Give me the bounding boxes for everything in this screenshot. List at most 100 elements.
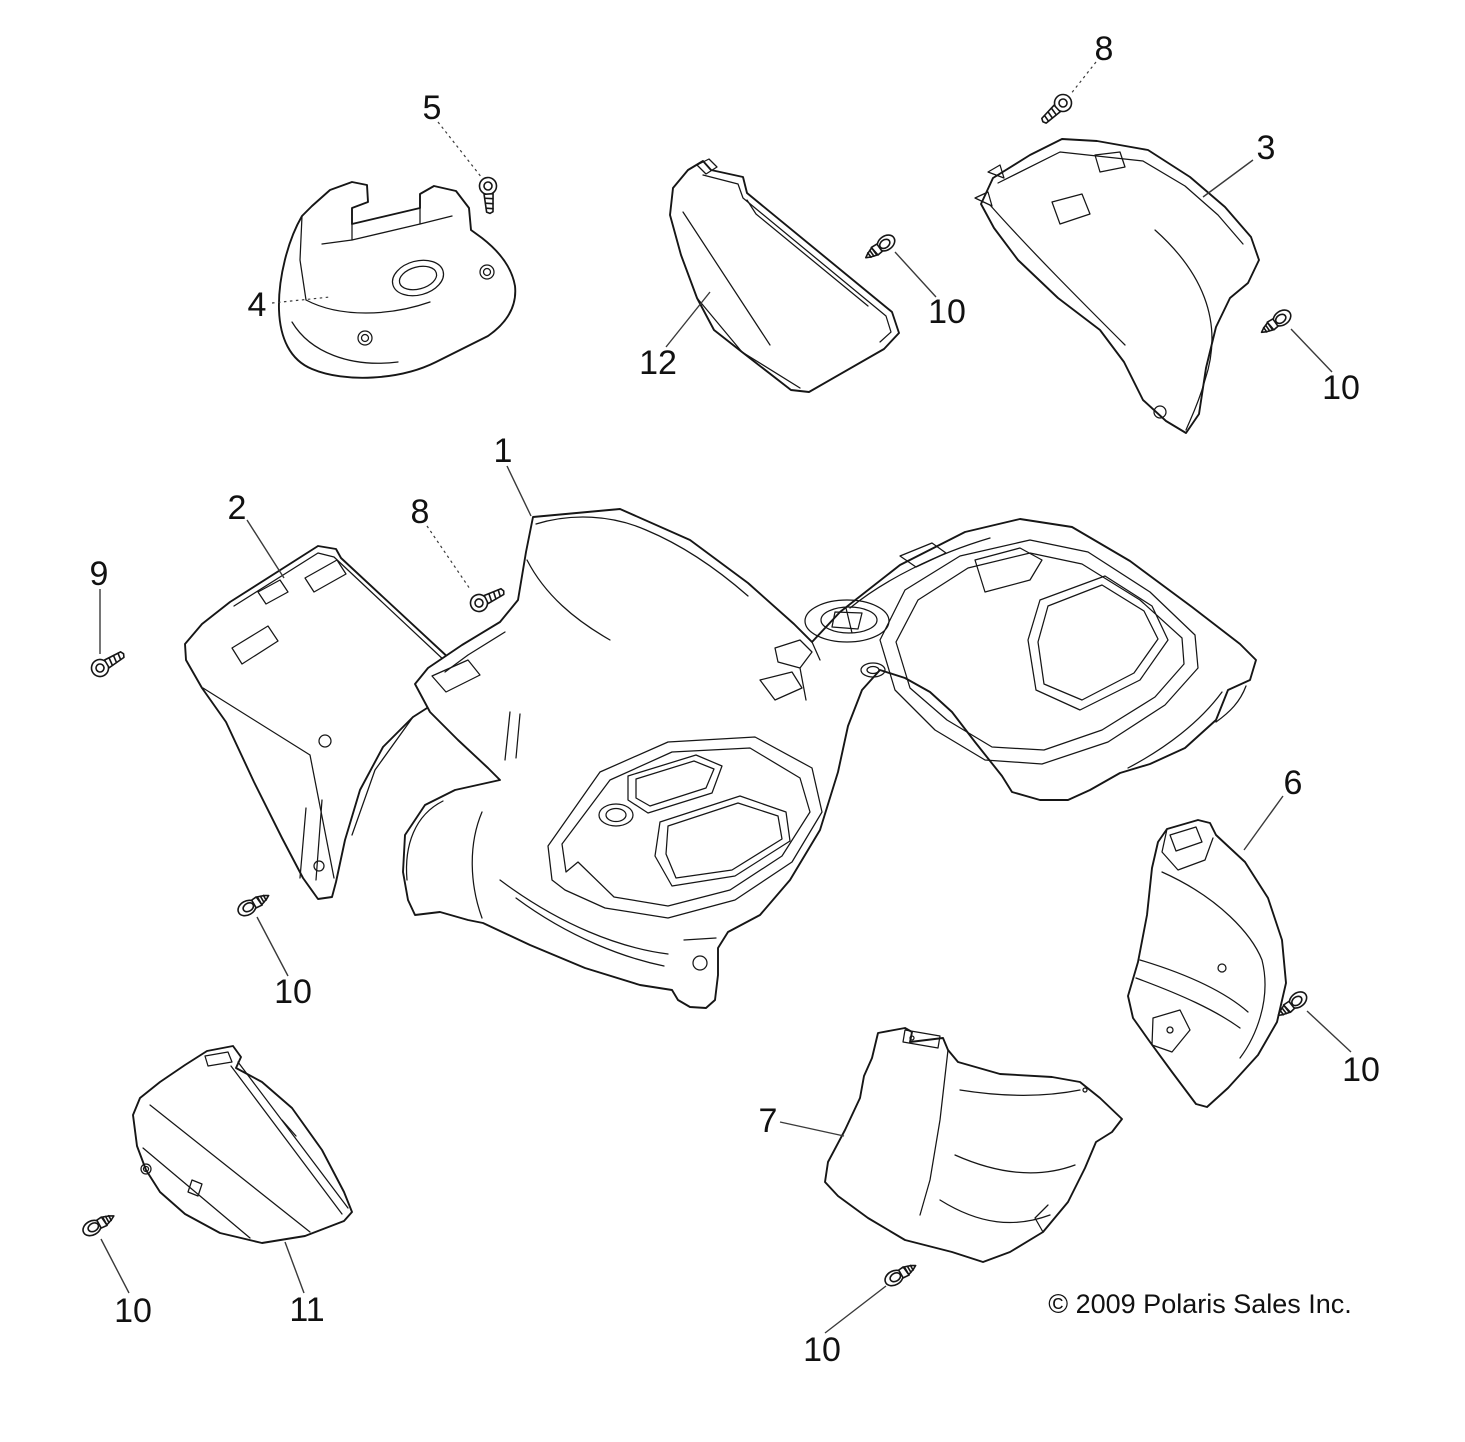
part-7-outline [824,1027,1123,1263]
front-rack-tray [627,754,723,814]
part-7-top-tab [902,1029,941,1049]
front-pod-face [526,559,611,641]
pod-cover-hole-inner [398,265,438,291]
part-11-clamp [204,1051,233,1067]
front-rack-tray2-inner [665,802,783,879]
callout-1: 1 [494,432,513,470]
part-6-band [1135,959,1249,1029]
part-11-face-lines [142,1104,311,1239]
part-right-front-side-panel [974,138,1260,434]
copyright-notice: © 2009 Polaris Sales Inc. [1048,1289,1352,1319]
part-1-silhouette [402,508,1257,1009]
leader-11 [284,1241,305,1294]
rear-rack-lip-inner [895,552,1185,751]
bracket-fold-lines [682,211,801,389]
leader-8-upper [1069,61,1097,96]
leader-3 [1202,159,1254,198]
leader-1 [506,465,532,517]
part-3-tabs [974,164,1005,207]
part-2-fold [202,687,335,879]
part-pod-cover-collar [351,207,421,241]
front-rack-tray2 [654,795,791,887]
front-pod-ridge [535,516,749,597]
rivet-upper-middle-icon [860,230,899,265]
rivet-upper-right-icon [1256,306,1295,339]
callout-4: 4 [248,286,267,324]
rear-rack-lip [879,539,1199,765]
part-3-inner-panel [1154,229,1213,431]
pod-cover-screw-hole [360,333,370,343]
part-3-outline [980,138,1260,434]
leader-4 [271,296,331,304]
rivet-bottom-center-icon [881,1258,920,1290]
leader-10-upper-right [1290,328,1333,373]
part-pod-cover-outline [278,181,517,379]
fuel-filler-ring-inner [820,606,878,634]
part-2-leg-inner [351,716,414,836]
recess-circle-inner [866,665,880,675]
part-6-tab [1169,826,1203,852]
part-3-vent [1094,151,1126,173]
callout-10-upper-right: 10 [1322,369,1360,407]
part-7-fold [919,1049,949,1216]
leader-10-upper-middle [894,251,937,298]
part-left-storage-pod [132,1045,353,1244]
callout-2: 2 [228,489,247,527]
leader-lines [99,61,1352,1334]
bracket-inner-edge2 [746,199,869,307]
part-3-lower-edge [989,204,1126,346]
part-2-vent [257,579,289,605]
part-2-hole [318,734,332,748]
part-11-outline [132,1045,353,1244]
callout-9: 9 [90,555,109,593]
part-front-left-panel [184,545,462,900]
recess-circle [860,662,886,678]
screw-8-upper-icon [1036,90,1076,129]
pod-cover-screw-hole [357,330,373,346]
rear-pod-ridge [849,537,991,609]
part-7-curves [939,1089,1081,1224]
rear-rack-tray [1027,575,1169,711]
callout-labels: 1 2 3 4 5 6 7 8 8 9 10 10 10 10 10 10 11… [90,30,1380,1369]
screw-5-icon [478,176,500,215]
part-right-rear-side-panel [1127,819,1287,1108]
callout-8-middle: 8 [411,493,430,531]
front-rack-lip [547,736,823,919]
leader-7 [779,1121,845,1137]
callout-10-middle-left: 10 [274,973,312,1011]
callout-12: 12 [639,344,677,382]
front-rack-tray-inner [635,760,715,807]
callout-7: 7 [759,1102,778,1140]
front-pocket [431,659,481,693]
part-6-face-curve [1161,871,1266,1059]
rivet-bottom-left-icon [79,1208,119,1240]
leader-10-middle-left [256,916,289,977]
part-pod-cover [278,181,517,379]
part-2-vent [231,625,279,665]
part-11-tab [187,1179,203,1197]
part-2-slot [299,799,323,881]
saddle-brackets [759,639,821,701]
callout-11: 11 [289,1291,324,1329]
callout-10-right: 10 [1342,1051,1380,1089]
part-pod-cover-face [299,215,431,314]
part-6-outline [1127,819,1287,1108]
front-tongue-hole [692,955,708,971]
front-left-strip [504,711,521,761]
part-6-bottom-tab [1151,1009,1191,1053]
pod-cover-hole [391,259,445,297]
leader-8-middle [426,525,471,590]
part-6-tab-hole [1166,1026,1174,1034]
front-fender-arc [405,800,444,881]
callout-10-bottom-left: 10 [114,1292,152,1330]
part-11-hole-inner [142,1165,150,1173]
leader-10-bottom-center [824,1285,887,1334]
part-2-hole [313,860,325,872]
front-tongue-line [683,937,717,941]
pod-cover-screw-hole [479,264,495,280]
leader-2 [246,519,285,579]
part-3-top-inner [997,151,1244,245]
callout-8-upper: 8 [1095,30,1114,68]
rear-rack-tray-inner [1037,584,1159,701]
